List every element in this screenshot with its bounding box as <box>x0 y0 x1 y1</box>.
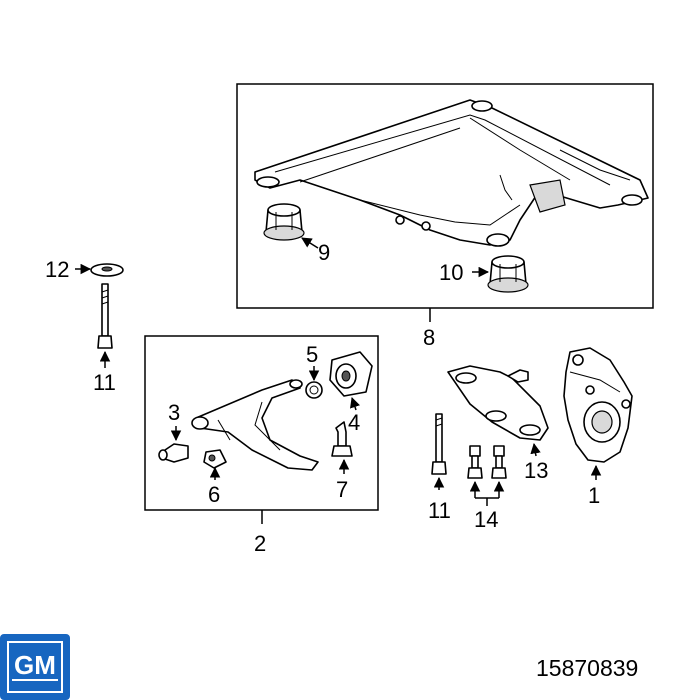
callout-9-leader <box>301 237 319 249</box>
part-number: 15870839 <box>536 655 638 681</box>
crossmember[interactable] <box>254 99 649 247</box>
callout-13-leader <box>530 442 541 457</box>
gm-logo-text: GM <box>14 650 56 680</box>
bracket-bolt-b[interactable] <box>491 445 507 479</box>
callout-6: 6 <box>208 482 220 507</box>
callout-7: 7 <box>336 477 348 502</box>
callout-11b: 11 <box>428 498 451 523</box>
callout-1: 1 <box>588 483 600 508</box>
callout-14-leader <box>474 484 500 506</box>
bushing-seal[interactable] <box>305 381 323 399</box>
callout-4: 4 <box>348 410 360 435</box>
control-arm-bushing-front[interactable] <box>203 449 227 469</box>
callout-4-leader <box>350 397 360 411</box>
callout-12: 12 <box>45 257 69 282</box>
bolt-right[interactable] <box>431 413 447 475</box>
crossmember-bushing-rear[interactable] <box>487 255 529 293</box>
ball-stud[interactable] <box>331 421 353 457</box>
ball-joint[interactable] <box>158 443 189 463</box>
callout-9: 9 <box>318 240 330 265</box>
callout-2: 2 <box>254 531 266 556</box>
callout-10: 10 <box>439 260 463 285</box>
bracket-bolt-a[interactable] <box>467 445 483 479</box>
washer[interactable] <box>90 263 124 277</box>
callout-14: 14 <box>474 507 498 532</box>
crossmember-group-frame <box>236 83 654 309</box>
callout-8: 8 <box>423 325 435 350</box>
callout-13: 13 <box>524 458 548 483</box>
crossmember-bushing-front[interactable] <box>263 203 305 241</box>
steering-knuckle[interactable] <box>563 347 633 463</box>
lower-control-arm[interactable] <box>191 379 319 471</box>
bolt-left[interactable] <box>97 283 113 349</box>
callout-3: 3 <box>168 400 180 425</box>
control-arm-bushing-rear[interactable] <box>329 351 373 397</box>
gm-logo: GM <box>0 634 70 700</box>
callout-5: 5 <box>306 342 318 367</box>
callout-11a: 11 <box>93 370 116 395</box>
stabilizer-bracket[interactable] <box>447 365 549 441</box>
